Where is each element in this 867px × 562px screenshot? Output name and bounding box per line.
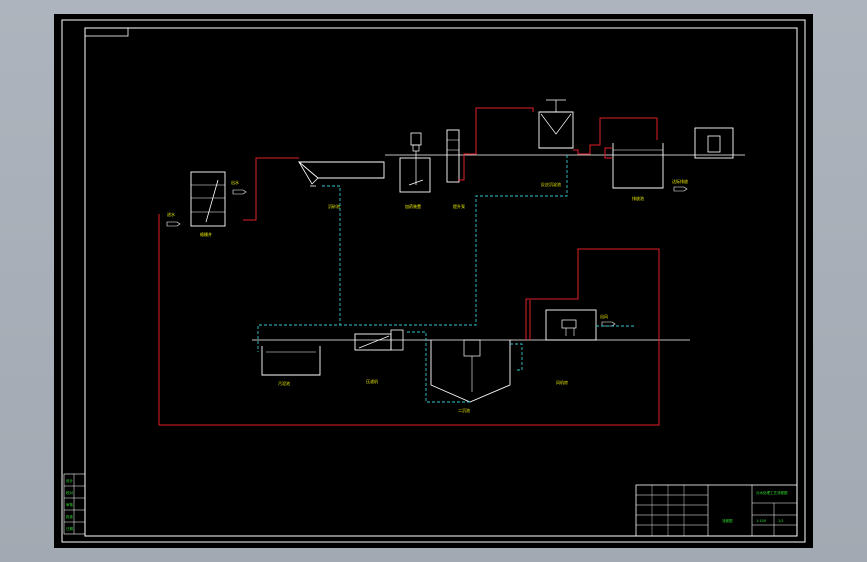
- red-line-sludge-return: [158, 214, 660, 426]
- title-block: 污水处理工艺流程图 流程图 1:100 1/1: [635, 484, 798, 537]
- blower-room: 风机房: [545, 309, 597, 385]
- arrow-inlet: [166, 221, 181, 227]
- tb-sheet: 1/1: [778, 519, 784, 523]
- grit-settler: 沉砂池: [297, 161, 385, 209]
- label-screen-out: 出水: [231, 179, 239, 185]
- label-sludge-tank: 污泥池: [278, 380, 290, 386]
- label-control-out: 出风: [600, 313, 608, 319]
- arrow-screen-out: [232, 189, 247, 195]
- red-line-outlet-inlet: [604, 147, 612, 159]
- rev-row-2: 审核: [66, 502, 73, 507]
- label-inlet: 进水: [167, 211, 175, 217]
- cyan-line-reactor-sludge: [257, 155, 568, 352]
- tb-drawing-name: 流程图: [722, 518, 733, 523]
- tb-project: 污水处理工艺流程图: [756, 490, 788, 495]
- cyan-line-clarifier-side: [510, 343, 523, 371]
- drawing-number-box: [84, 27, 129, 37]
- red-process-lines: [158, 107, 660, 426]
- lift-pump: 提升泵: [446, 129, 465, 209]
- label-pump: 提升泵: [453, 203, 465, 209]
- filter-press: 压滤机: [354, 329, 404, 384]
- label-clarifier: 二沉池: [458, 407, 470, 413]
- dosing-unit: 加药装置: [399, 132, 431, 209]
- label-dosing: 加药装置: [405, 203, 421, 209]
- label-screen: 格栅井: [200, 231, 212, 237]
- label-reactor: 反应沉淀池: [541, 181, 561, 187]
- label-control: 风机房: [556, 379, 568, 385]
- arrow-outlet-out: [673, 186, 688, 192]
- outer-frame: [61, 19, 806, 543]
- tb-scale: 1:100: [756, 519, 766, 523]
- label-outlet: 排放池: [632, 195, 644, 201]
- cyan-line-settler-down: [322, 185, 341, 325]
- revision-block: 设计 校对 审核 批准 日期: [63, 473, 86, 535]
- label-press: 压滤机: [366, 378, 378, 384]
- label-settler: 沉砂池: [328, 203, 340, 209]
- rev-row-0: 设计: [66, 478, 73, 483]
- red-line-screen-to-settler: [243, 157, 299, 221]
- reaction-settler: 反应沉淀池: [538, 99, 574, 187]
- drawing-background: [54, 14, 813, 548]
- outlet-tank: 排放池: [612, 143, 664, 201]
- arrow-control-out: [601, 321, 616, 327]
- red-line-reactor-to-outlet: [573, 117, 658, 155]
- sludge-tank: 污泥池: [261, 346, 321, 386]
- label-outlet-out: 达标排放: [672, 178, 688, 184]
- inner-frame: [84, 27, 798, 537]
- cyan-line-press-clarifier: [407, 331, 470, 403]
- screen-well: 格栅井: [190, 171, 226, 237]
- red-line-pump-to-reactor: [458, 107, 534, 181]
- control-house: [694, 127, 734, 159]
- rev-row-4: 日期: [66, 526, 73, 531]
- rev-row-3: 批准: [66, 514, 73, 519]
- rev-row-1: 校对: [66, 490, 73, 495]
- cyan-return-lines: [257, 155, 636, 403]
